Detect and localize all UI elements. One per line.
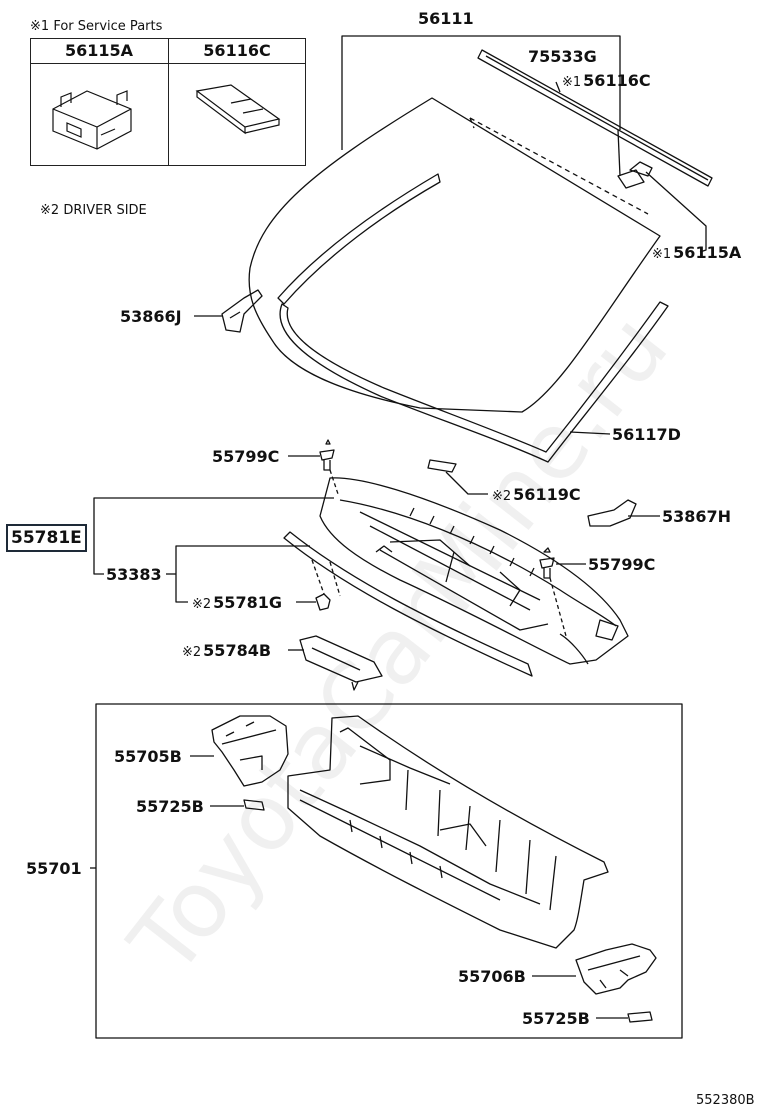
driver-side-note: ※2 DRIVER SIDE bbox=[40, 202, 147, 220]
service-parts-divider bbox=[168, 39, 169, 165]
label-75533g[interactable]: 75533G bbox=[528, 47, 597, 66]
leader-53383 bbox=[175, 545, 310, 603]
service-parts-illustrations bbox=[52, 84, 281, 150]
cowl-top-panel bbox=[287, 715, 609, 949]
service-heading-text: For Service Parts bbox=[53, 19, 163, 34]
bracket-53866j bbox=[221, 289, 263, 333]
mark-2: ※2 bbox=[192, 597, 212, 612]
label-55725b-left[interactable]: 55725B bbox=[136, 797, 204, 816]
label-53866j[interactable]: 53866J bbox=[120, 307, 182, 326]
pad-56119c bbox=[427, 459, 457, 473]
driver-mark: ※2 bbox=[40, 203, 60, 218]
pad-56116c-illustration bbox=[195, 84, 281, 135]
mark-2: ※2 bbox=[182, 645, 202, 660]
label-53383[interactable]: 53383 bbox=[106, 565, 162, 584]
windshield-dashed-area bbox=[469, 117, 649, 215]
label-55701[interactable]: 55701 bbox=[26, 859, 82, 878]
mark-2: ※2 bbox=[492, 489, 512, 504]
left-side-molding bbox=[277, 173, 441, 305]
service-parts-table: 56115A 56116C bbox=[30, 38, 306, 166]
service-part-56116c[interactable]: 56116C bbox=[203, 41, 271, 60]
top-molding bbox=[477, 49, 713, 187]
leader-56115a bbox=[645, 171, 707, 253]
mark-1: ※1 bbox=[562, 75, 582, 90]
service-mark: ※1 bbox=[30, 19, 50, 34]
label-55706b[interactable]: 55706B bbox=[458, 967, 526, 986]
leader-56116c bbox=[617, 129, 621, 177]
label-56119c[interactable]: 56119C bbox=[513, 485, 581, 504]
nut-55725b-right bbox=[627, 1011, 653, 1023]
label-56116c[interactable]: 56116C bbox=[583, 71, 651, 90]
service-parts-heading: ※1 For Service Parts bbox=[30, 18, 162, 36]
clip-55781g bbox=[315, 593, 331, 611]
label-55725b-right[interactable]: 55725B bbox=[522, 1009, 590, 1028]
diagram-code: 552380B bbox=[696, 1093, 755, 1108]
clip-55799c-right bbox=[539, 547, 555, 579]
nut-55725b-left bbox=[243, 799, 265, 811]
label-53867h[interactable]: 53867H bbox=[662, 507, 732, 526]
driver-side-text: DRIVER SIDE bbox=[63, 203, 147, 218]
windshield-glass bbox=[248, 97, 661, 413]
label-55781g[interactable]: 55781G bbox=[213, 593, 282, 612]
cowl-louver bbox=[319, 477, 629, 665]
seal-53383 bbox=[283, 531, 533, 677]
bracket-53867h bbox=[587, 499, 637, 527]
leader-56119c bbox=[445, 471, 488, 495]
label-56117d[interactable]: 56117D bbox=[612, 425, 681, 444]
label-56115a[interactable]: 56115A bbox=[673, 243, 742, 262]
bracket-55784b bbox=[299, 635, 383, 683]
label-56111[interactable]: 56111 bbox=[418, 9, 474, 28]
leader-75533g bbox=[555, 81, 561, 93]
clip-55799c-top bbox=[319, 439, 335, 471]
clip-56116c-on-glass bbox=[617, 169, 645, 189]
label-55705b[interactable]: 55705B bbox=[114, 747, 182, 766]
service-part-56115a[interactable]: 56115A bbox=[64, 41, 134, 60]
bracket-55706b bbox=[575, 943, 657, 995]
label-55781e-highlighted[interactable]: 55781E bbox=[6, 524, 87, 552]
leader-55781e bbox=[93, 497, 334, 575]
label-55799c-right[interactable]: 55799C bbox=[588, 555, 656, 574]
label-55799c-top[interactable]: 55799C bbox=[212, 447, 280, 466]
bracket-55705b bbox=[211, 715, 289, 787]
leader-56117d bbox=[569, 431, 611, 435]
leader-56111 bbox=[341, 35, 621, 150]
lower-dam-molding bbox=[279, 301, 669, 463]
label-55784b[interactable]: 55784B bbox=[203, 641, 272, 660]
mark-1: ※1 bbox=[652, 247, 672, 262]
clip-56115a-illustration bbox=[52, 90, 132, 150]
cowl-panel-box bbox=[95, 703, 683, 1039]
